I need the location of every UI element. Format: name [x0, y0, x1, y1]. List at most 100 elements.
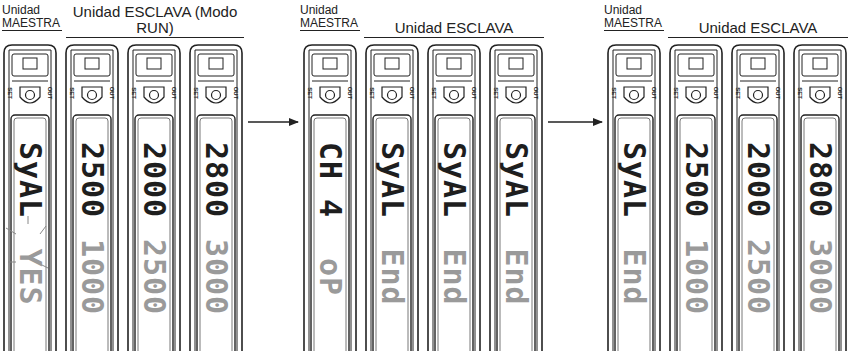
key-marking: OUT [837, 87, 843, 100]
display-reading: End [377, 248, 407, 305]
display-reading: 1000 [681, 239, 711, 315]
key-marking: OUT [713, 87, 719, 100]
key-marking: SET [307, 87, 313, 99]
amplifier-unit-box: SETOUTCH 4oP [302, 45, 358, 351]
key-marking: SET [493, 87, 499, 99]
key-marking: SET [7, 87, 13, 99]
display-reading: SyAL [439, 142, 469, 218]
unit-heading: Unidad MAESTRA [604, 4, 664, 31]
indicator-window [209, 58, 223, 69]
display-reading: End [619, 248, 649, 305]
display-reading: 3000 [201, 239, 231, 315]
amplifier-unit-box: SET OUT 2500 1000 [668, 45, 724, 351]
top-cover [12, 54, 48, 76]
lcd-display [11, 115, 49, 351]
top-cover [374, 54, 410, 76]
unit-heading: Unidad MAESTRA [2, 4, 62, 31]
amplifier-unit [608, 45, 660, 351]
unit-heading: Unidad MAESTRA [300, 4, 360, 31]
button-dot [450, 91, 459, 100]
indicator-window [689, 58, 703, 69]
key-marking: OUT [471, 87, 477, 100]
button-dot [150, 91, 159, 100]
amplifier-unit-box: SETOUTSyALYES [2, 45, 58, 351]
top-cover [498, 54, 534, 76]
indicator-window [85, 58, 99, 69]
display-reading: 2500 [77, 142, 107, 218]
flow-arrow [548, 121, 602, 122]
unit-heading: Unidad ESCLAVA [668, 20, 848, 38]
key-marking: SET [193, 87, 199, 99]
top-cover [74, 54, 110, 76]
indicator-window [509, 58, 523, 69]
lcd-display [197, 115, 235, 351]
indicator-window [385, 58, 399, 69]
set-button [506, 87, 526, 103]
amplifier-unit-box: SETOUT28003000 [792, 45, 848, 351]
amplifier-unit-box: SETOUT20002500 [730, 45, 786, 351]
indicator-window [813, 58, 827, 69]
set-button [810, 87, 830, 103]
lcd-display [801, 115, 839, 351]
set-button [206, 87, 226, 103]
button-dot [692, 91, 701, 100]
top-cover [312, 54, 348, 76]
key-marking: SET [797, 87, 803, 99]
display-reading: End [439, 248, 469, 305]
display-reading: oP [315, 258, 345, 296]
display-reading: 1000 [77, 239, 107, 315]
top-cover [740, 54, 776, 76]
display-reading: End [501, 248, 531, 305]
amplifier-unit [66, 45, 118, 351]
amplifier-unit-box: SETOUT25001000 [64, 45, 120, 351]
display-reading: SyAL [377, 142, 407, 218]
amplifier-unit [490, 45, 542, 351]
display-reading: 2800 [201, 142, 231, 218]
lcd-display [311, 115, 349, 351]
key-marking: SET [673, 87, 679, 99]
indicator-window [323, 58, 337, 69]
amplifier-unit [670, 45, 722, 351]
unit-inner-edge [71, 50, 113, 351]
button-dot [816, 91, 825, 100]
flow-arrow [248, 121, 298, 122]
blink-mark [6, 228, 16, 234]
amplifier-unit-box: SETOUT20002500 [126, 45, 182, 351]
set-button [624, 87, 644, 103]
display-reading: 2000 [139, 142, 169, 218]
unit-heading: Unidad ESCLAVA (Modo RUN) [66, 4, 244, 38]
top-cover [802, 54, 838, 76]
display-reading: SyAL [501, 142, 531, 218]
set-button [82, 87, 102, 103]
display-reading: 2000 [743, 142, 773, 218]
top-cover [198, 54, 234, 76]
set-button [320, 87, 340, 103]
top-cover [616, 54, 652, 76]
key-marking: OUT [533, 87, 539, 100]
key-marking: OUT [171, 87, 177, 100]
unit-inner-edge [737, 50, 779, 351]
unit-inner-edge [675, 50, 717, 351]
display-reading: CH 4 [315, 142, 345, 218]
unit-inner-edge [799, 50, 841, 351]
amplifier-unit-box: SETOUTSyALEnd [364, 45, 420, 351]
button-dot [212, 91, 221, 100]
display-reading: SyAL [619, 142, 649, 218]
set-button [748, 87, 768, 103]
display-reading: 2500 [681, 142, 711, 218]
key-marking: SET [131, 87, 137, 99]
button-dot [512, 91, 521, 100]
indicator-window [23, 58, 37, 69]
key-marking: OUT [775, 87, 781, 100]
amplifier-unit [366, 45, 418, 351]
lcd-display [615, 115, 653, 351]
set-button [444, 87, 464, 103]
amplifier-unit-box: SETOUTSyALEnd [606, 45, 662, 351]
display-reading: YES [15, 248, 45, 305]
top-cover [436, 54, 472, 76]
set-button [20, 87, 40, 103]
lcd-display [135, 115, 173, 351]
amplifier-unit [732, 45, 784, 351]
key-marking: OUT [109, 87, 115, 100]
